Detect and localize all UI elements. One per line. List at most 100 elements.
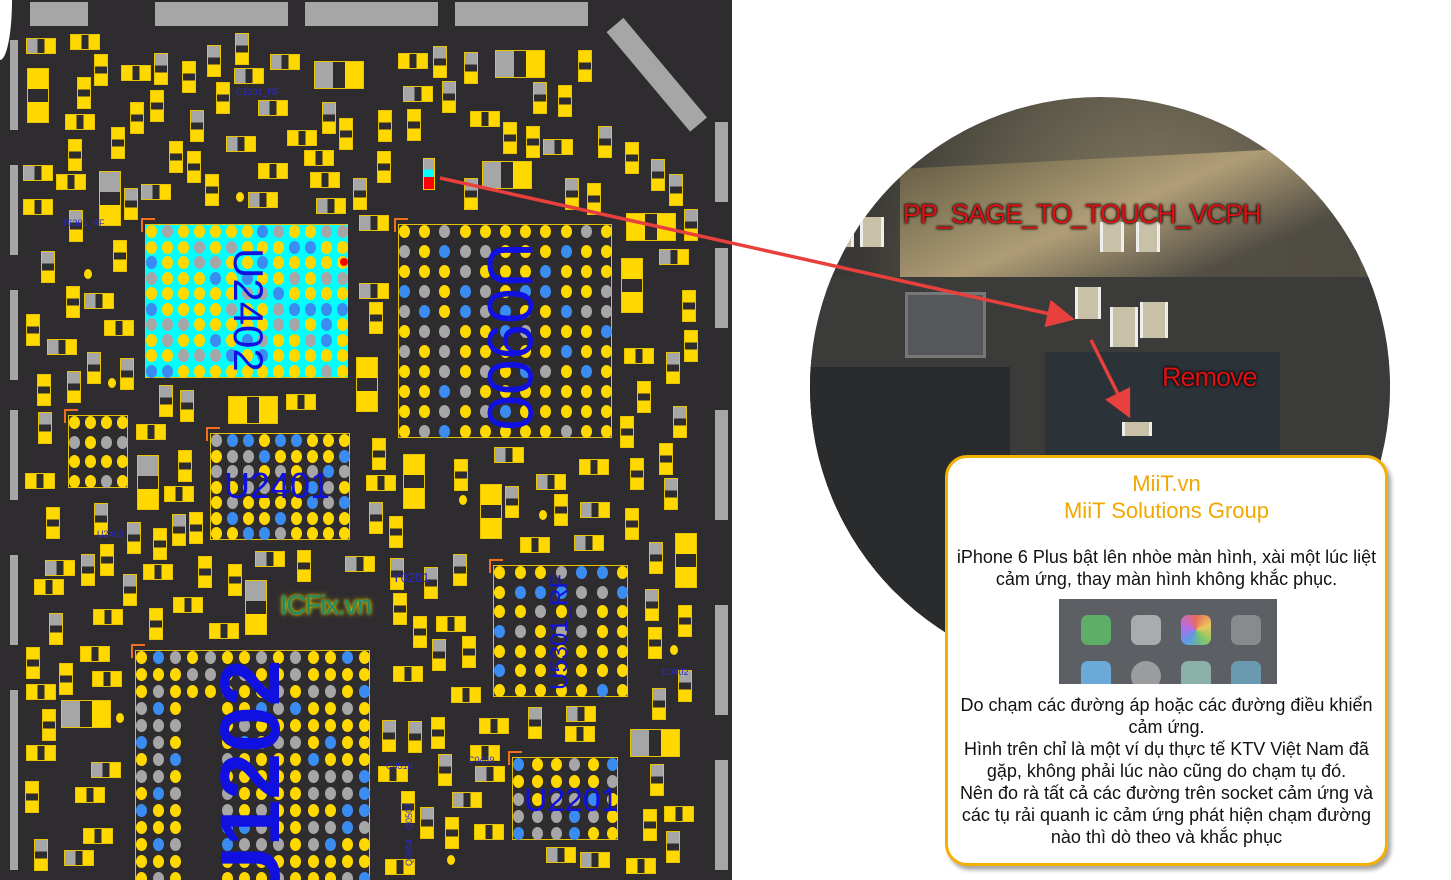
calendar-app-icon — [1131, 615, 1161, 645]
solder-ball — [399, 285, 410, 298]
passive-component — [94, 503, 108, 535]
solder-ball — [256, 753, 268, 766]
solder-ball — [259, 480, 270, 494]
passive-component — [533, 82, 547, 114]
solder-ball — [177, 302, 189, 316]
solder-ball — [601, 245, 612, 258]
solder-ball — [290, 651, 302, 664]
passive-component — [80, 646, 110, 662]
chip-u2201 — [512, 757, 618, 840]
passive-component — [385, 859, 415, 875]
solder-ball — [273, 349, 285, 363]
passive-component — [38, 412, 52, 444]
solder-ball — [221, 872, 233, 880]
passive-component — [398, 53, 428, 69]
solder-ball — [321, 302, 333, 316]
solder-ball — [307, 821, 319, 834]
edge-pad — [10, 165, 18, 255]
passive-component — [27, 68, 49, 123]
passive-component — [624, 348, 654, 364]
passive-component — [652, 688, 666, 720]
passive-component — [137, 455, 159, 510]
test-point — [669, 645, 678, 656]
solder-ball — [500, 225, 511, 238]
solder-ball — [177, 287, 189, 301]
passive-component — [433, 46, 447, 78]
solder-ball — [209, 240, 221, 254]
camera-app-icon — [1231, 615, 1261, 645]
solder-ball — [540, 425, 552, 438]
solder-ball — [289, 365, 301, 378]
solder-ball — [439, 385, 451, 398]
passive-component — [287, 130, 317, 146]
solder-ball — [555, 605, 567, 619]
label-q0503: Q0503 — [404, 802, 415, 831]
solder-ball — [117, 455, 128, 469]
chip-small — [68, 415, 128, 488]
passive-component — [651, 159, 665, 191]
photos-app-icon — [1181, 615, 1211, 645]
solder-ball — [596, 566, 608, 579]
solder-ball — [601, 305, 612, 318]
solder-ball — [291, 511, 302, 525]
solder-ball — [323, 496, 334, 509]
solder-ball — [399, 365, 410, 378]
solder-ball — [290, 702, 302, 715]
solder-ball — [576, 625, 587, 638]
passive-component — [316, 198, 346, 214]
solder-ball — [187, 685, 199, 698]
solder-ball — [259, 449, 270, 463]
shield-pad — [305, 2, 438, 26]
solder-ball — [259, 496, 270, 509]
solder-ball — [101, 455, 112, 469]
passive-component — [26, 684, 56, 700]
solder-ball — [204, 685, 216, 698]
solder-ball — [153, 838, 165, 851]
passive-component — [143, 564, 173, 580]
solder-ball — [227, 496, 238, 509]
solder-ball — [601, 385, 612, 398]
solder-ball — [289, 240, 301, 254]
solder-ball — [227, 449, 238, 463]
passive-component — [172, 514, 186, 546]
edge-pad — [10, 690, 18, 780]
solder-ball — [307, 480, 318, 494]
passive-component — [359, 215, 389, 231]
passive-component — [452, 792, 482, 808]
solder-ball — [323, 527, 334, 540]
solder-ball — [399, 425, 410, 438]
solder-ball — [580, 305, 592, 318]
passive-component — [61, 700, 111, 728]
chip-label-u2402: U2402 — [225, 248, 272, 372]
solder-ball — [324, 855, 336, 868]
solder-ball — [241, 365, 253, 378]
solder-ball — [520, 345, 532, 358]
solder-ball — [341, 821, 353, 834]
solder-ball — [256, 685, 268, 698]
passive-component — [159, 385, 173, 417]
solder-ball — [580, 265, 592, 278]
solder-ball — [324, 685, 336, 698]
solder-ball — [419, 365, 431, 378]
solder-ball — [136, 821, 147, 834]
chip-u5301 — [493, 565, 628, 697]
solder-ball — [550, 758, 562, 771]
passive-component — [536, 474, 566, 490]
passive-component — [34, 839, 48, 871]
solder-ball — [273, 787, 285, 800]
passive-component — [389, 516, 403, 548]
weather-app-icon — [1081, 661, 1111, 684]
pcb-boardview[interactable]: U2402 U0900 U2401 U5301_RF U1202 U2201 C… — [0, 0, 732, 880]
passive-component — [173, 597, 203, 613]
solder-ball — [238, 855, 250, 868]
solder-ball — [193, 333, 205, 347]
pin1-marker — [206, 427, 220, 441]
solder-ball — [241, 349, 253, 363]
solder-ball — [238, 838, 250, 851]
solder-ball — [161, 318, 173, 332]
solder-ball — [560, 385, 572, 398]
solder-ball — [324, 651, 336, 664]
passive-component — [664, 806, 694, 822]
solder-ball — [341, 702, 353, 715]
solder-ball — [136, 855, 147, 868]
